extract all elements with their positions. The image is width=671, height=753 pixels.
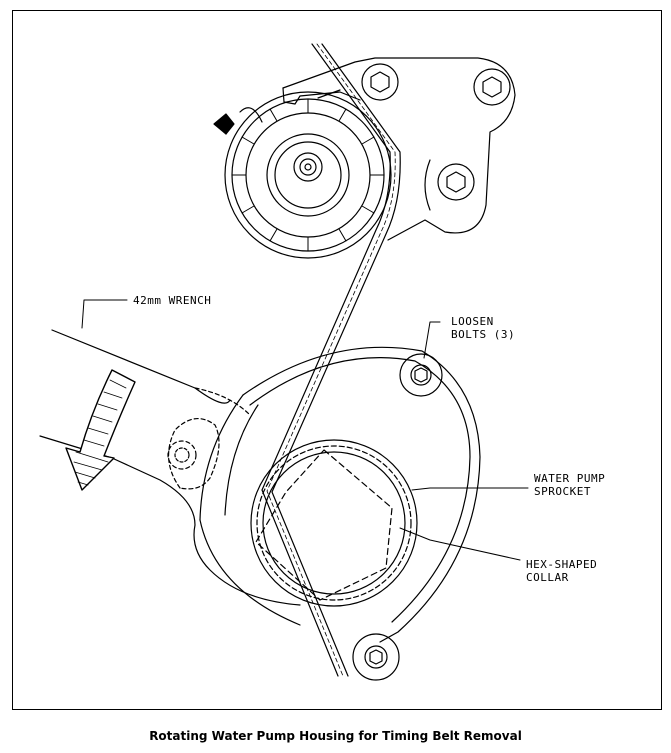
- leader-lines: [81, 299, 529, 561]
- sprocket-label-line2: SPROCKET: [534, 485, 591, 498]
- tensioner-pointer: [213, 113, 235, 135]
- tensioner-bracket-inner: [282, 87, 361, 105]
- tensioner-bracket: [282, 57, 516, 241]
- sprocket-label-line1: WATER PUMP: [534, 472, 605, 485]
- water-pump-sprocket: [250, 439, 418, 607]
- pump-bolt-bottom: [352, 633, 400, 681]
- tensioner-pulley: [224, 89, 392, 259]
- loosen-label-line2: BOLTS (3): [451, 328, 515, 341]
- pump-bolt-top: [399, 353, 443, 397]
- loosen-label-line1: LOOSEN: [451, 315, 494, 328]
- diagram-frame: [12, 10, 662, 710]
- wrench-42mm: [39, 329, 301, 606]
- figure-caption: Rotating Water Pump Housing for Timing B…: [149, 729, 522, 743]
- collar-label-line2: COLLAR: [526, 571, 569, 584]
- rotation-arrow-icon: [65, 369, 136, 491]
- timing-belt: [261, 43, 401, 677]
- water-pump-housing: [199, 346, 481, 643]
- bracket-bolt-1: [361, 63, 399, 101]
- wrench-label: 42mm WRENCH: [133, 294, 211, 307]
- bracket-bolt-3: [437, 163, 475, 201]
- bracket-bolt-2: [473, 68, 511, 106]
- collar-label-line1: HEX-SHAPED: [526, 558, 597, 571]
- hex-shaped-collar: [255, 449, 393, 601]
